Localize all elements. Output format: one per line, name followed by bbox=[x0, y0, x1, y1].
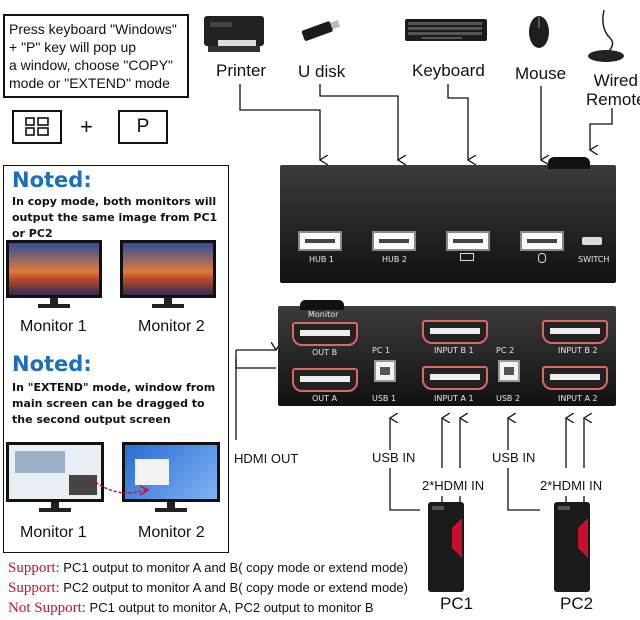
instruction-box: Press keyboard "Windows" + "P" key will … bbox=[3, 14, 189, 98]
plus-sign: + bbox=[80, 114, 93, 139]
instruction-line-3: a window, choose "COPY" bbox=[9, 57, 174, 73]
monitor-2-label-copy: Monitor 2 bbox=[138, 318, 205, 335]
support-tag-3: Not Support: bbox=[8, 600, 86, 616]
udisk-label: U disk bbox=[298, 62, 346, 81]
pc1-port-label: PC 1 bbox=[372, 346, 391, 355]
input-a1-port[interactable] bbox=[422, 366, 488, 390]
p-key-icon: P bbox=[118, 110, 168, 144]
monitor-label: Monitor bbox=[308, 310, 339, 319]
input-a2-label: INPUT A 2 bbox=[558, 394, 598, 403]
support-text-3: PC1 output to monitor A, PC2 output to m… bbox=[85, 600, 374, 615]
mouse-port-icon bbox=[538, 253, 546, 265]
windows-key-icon bbox=[12, 110, 62, 144]
usb1-label: USB 1 bbox=[372, 394, 397, 403]
wired-remote-icon bbox=[580, 8, 632, 68]
p-key-label: P bbox=[136, 116, 150, 137]
input-b2-label: INPUT B 2 bbox=[558, 346, 598, 355]
out-a-label: OUT A bbox=[312, 394, 338, 403]
switch-port[interactable] bbox=[582, 237, 602, 245]
support-line-1: Support: PC1 output to monitor A and B( … bbox=[8, 560, 408, 577]
support-line-3: Not Support: PC1 output to monitor A, PC… bbox=[8, 600, 374, 617]
hdmi-in-label-1: 2*HDMI IN bbox=[422, 478, 485, 493]
monitor-2-extend-image bbox=[122, 442, 220, 512]
noted-panel: Noted: In copy mode, both monitors will … bbox=[3, 165, 229, 553]
monitor-1-copy-image bbox=[6, 240, 102, 308]
pc1-tower-icon bbox=[422, 498, 470, 594]
keyboard-port[interactable] bbox=[446, 231, 490, 251]
support-text-1: PC1 output to monitor A and B( copy mode… bbox=[59, 560, 408, 575]
hub2-port[interactable] bbox=[372, 231, 416, 251]
kvm-top-panel: HUB 1 HUB 2 SWITCH bbox=[280, 157, 616, 283]
switch-label: SWITCH bbox=[578, 255, 610, 264]
hdmi-in-label-2: 2*HDMI IN bbox=[540, 478, 603, 493]
instruction-line-2: + "P" key will pop up bbox=[9, 39, 137, 55]
remote-label: Wired Remote bbox=[586, 71, 640, 109]
input-a2-port[interactable] bbox=[542, 366, 608, 390]
out-a-port[interactable] bbox=[292, 368, 358, 392]
monitor-1-label-copy: Monitor 1 bbox=[20, 318, 87, 335]
instruction-line-4: mode or "EXTEND" mode bbox=[9, 75, 170, 91]
usb1-port[interactable] bbox=[374, 360, 396, 382]
out-b-port[interactable] bbox=[292, 322, 358, 346]
hdmi-out-label: HDMI OUT bbox=[234, 451, 299, 466]
out-b-label: OUT B bbox=[312, 348, 338, 357]
input-a1-label: INPUT A 1 bbox=[434, 394, 474, 403]
mouse-port[interactable] bbox=[520, 231, 564, 251]
monitor-2-label-extend: Monitor 2 bbox=[138, 524, 205, 541]
top-unit-button[interactable] bbox=[548, 157, 590, 169]
monitor-1-label-extend: Monitor 1 bbox=[20, 524, 87, 541]
mouse-icon bbox=[526, 10, 552, 50]
pc2-port-label: PC 2 bbox=[496, 346, 515, 355]
mouse-label: Mouse bbox=[515, 64, 567, 83]
printer-label: Printer bbox=[216, 61, 267, 80]
usb-in-label-2: USB IN bbox=[492, 450, 536, 465]
input-b1-port[interactable] bbox=[422, 320, 488, 344]
remote-label-line-2: Remote bbox=[586, 90, 640, 109]
hub2-label: HUB 2 bbox=[382, 255, 407, 264]
support-line-2: Support: PC2 output to monitor A and B( … bbox=[8, 580, 408, 597]
noted-title-2: Noted: bbox=[12, 352, 92, 376]
keyboard-label: Keyboard bbox=[412, 61, 485, 80]
usb2-label: USB 2 bbox=[496, 394, 521, 403]
support-text-2: PC2 output to monitor A and B( copy mode… bbox=[59, 580, 408, 595]
keyboard-icon bbox=[404, 16, 488, 44]
noted-title-1: Noted: bbox=[12, 168, 92, 192]
drag-arrow bbox=[87, 475, 150, 496]
monitor-2-copy-image bbox=[120, 240, 216, 308]
support-tag-1: Support: bbox=[8, 560, 60, 576]
pc2-tower-icon bbox=[548, 498, 596, 594]
usb-drive-icon bbox=[296, 18, 342, 42]
remote-label-line-1: Wired bbox=[593, 71, 638, 90]
pc2-label: PC2 bbox=[560, 594, 594, 613]
hub1-label: HUB 1 bbox=[309, 255, 334, 264]
instruction-line-1: Press keyboard "Windows" bbox=[9, 21, 177, 37]
hub1-port[interactable] bbox=[298, 231, 342, 251]
support-tag-2: Support: bbox=[8, 580, 60, 596]
kvm-bottom-panel: Monitor OUT B OUT A PC 1 USB 1 INPUT B 1… bbox=[278, 300, 616, 406]
input-b2-port[interactable] bbox=[542, 320, 608, 344]
input-b1-label: INPUT B 1 bbox=[434, 346, 474, 355]
monitor-1-extend-image bbox=[6, 442, 104, 512]
noted-text-2: In "EXTEND" mode, window from main scree… bbox=[12, 381, 216, 426]
printer-icon bbox=[198, 12, 270, 54]
noted-text-1: In copy mode, both monitors will output … bbox=[12, 195, 218, 240]
usb2-port[interactable] bbox=[498, 360, 520, 382]
bottom-unit-knob bbox=[300, 300, 344, 310]
pc1-label: PC1 bbox=[440, 594, 474, 613]
usb-in-label-1: USB IN bbox=[372, 450, 416, 465]
keyboard-port-icon bbox=[460, 253, 474, 263]
